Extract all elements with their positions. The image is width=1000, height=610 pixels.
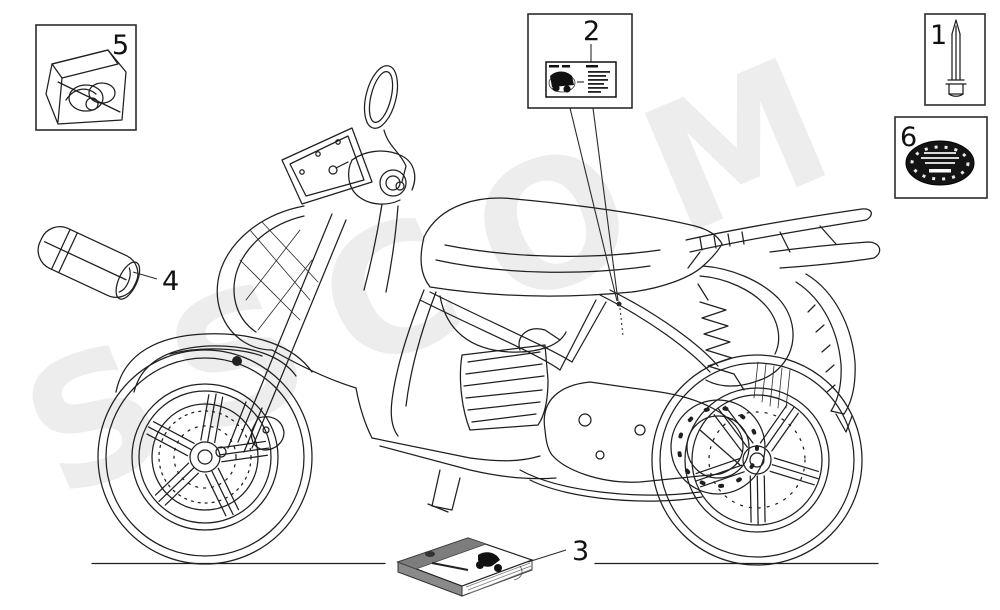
rear-shock	[697, 283, 745, 391]
mudflap-ribs	[753, 361, 791, 409]
front-fork	[215, 213, 347, 458]
mirror	[363, 65, 407, 191]
callout-5[interactable]: 5	[35, 24, 137, 131]
callout-3[interactable]: 3	[396, 536, 589, 597]
callout-4[interactable]: 4	[32, 220, 180, 304]
callout-4-number[interactable]: 4	[162, 266, 179, 297]
homologation-plate-drawing	[905, 140, 975, 186]
rear-rack	[685, 208, 881, 269]
headlight-cockpit	[328, 150, 416, 293]
manual-book-drawing	[396, 537, 534, 597]
callout-3-number[interactable]: 3	[572, 536, 589, 567]
callout-2-number[interactable]: 2	[583, 16, 600, 47]
front-wheel	[97, 349, 313, 565]
front-fender	[115, 333, 313, 393]
rear-fender	[795, 273, 856, 433]
callout-6[interactable]: 6	[894, 116, 988, 199]
floorboard	[371, 437, 557, 513]
leader-line-2	[569, 107, 624, 337]
frame-tubes	[419, 289, 719, 373]
tool-bag-drawing	[37, 226, 141, 300]
gasket-bag-drawing	[45, 49, 127, 125]
front-apron	[216, 205, 357, 389]
punch-tool-drawing	[945, 19, 967, 97]
apron-graphic-hatch	[239, 221, 319, 331]
callout-2[interactable]: 2	[527, 13, 633, 337]
transmission-cover	[670, 399, 766, 495]
callout-1-number[interactable]: 1	[930, 20, 947, 51]
info-decal-drawing	[545, 61, 617, 98]
callout-1[interactable]: 1	[924, 13, 986, 106]
rear-wheel	[651, 354, 863, 566]
engine	[459, 328, 744, 502]
rear-cowl	[699, 265, 794, 387]
windscreen	[281, 127, 373, 205]
callout-5-number[interactable]: 5	[112, 30, 129, 61]
seat	[420, 197, 723, 297]
callout-6-number[interactable]: 6	[900, 122, 917, 153]
scooter-drawing	[97, 65, 881, 566]
